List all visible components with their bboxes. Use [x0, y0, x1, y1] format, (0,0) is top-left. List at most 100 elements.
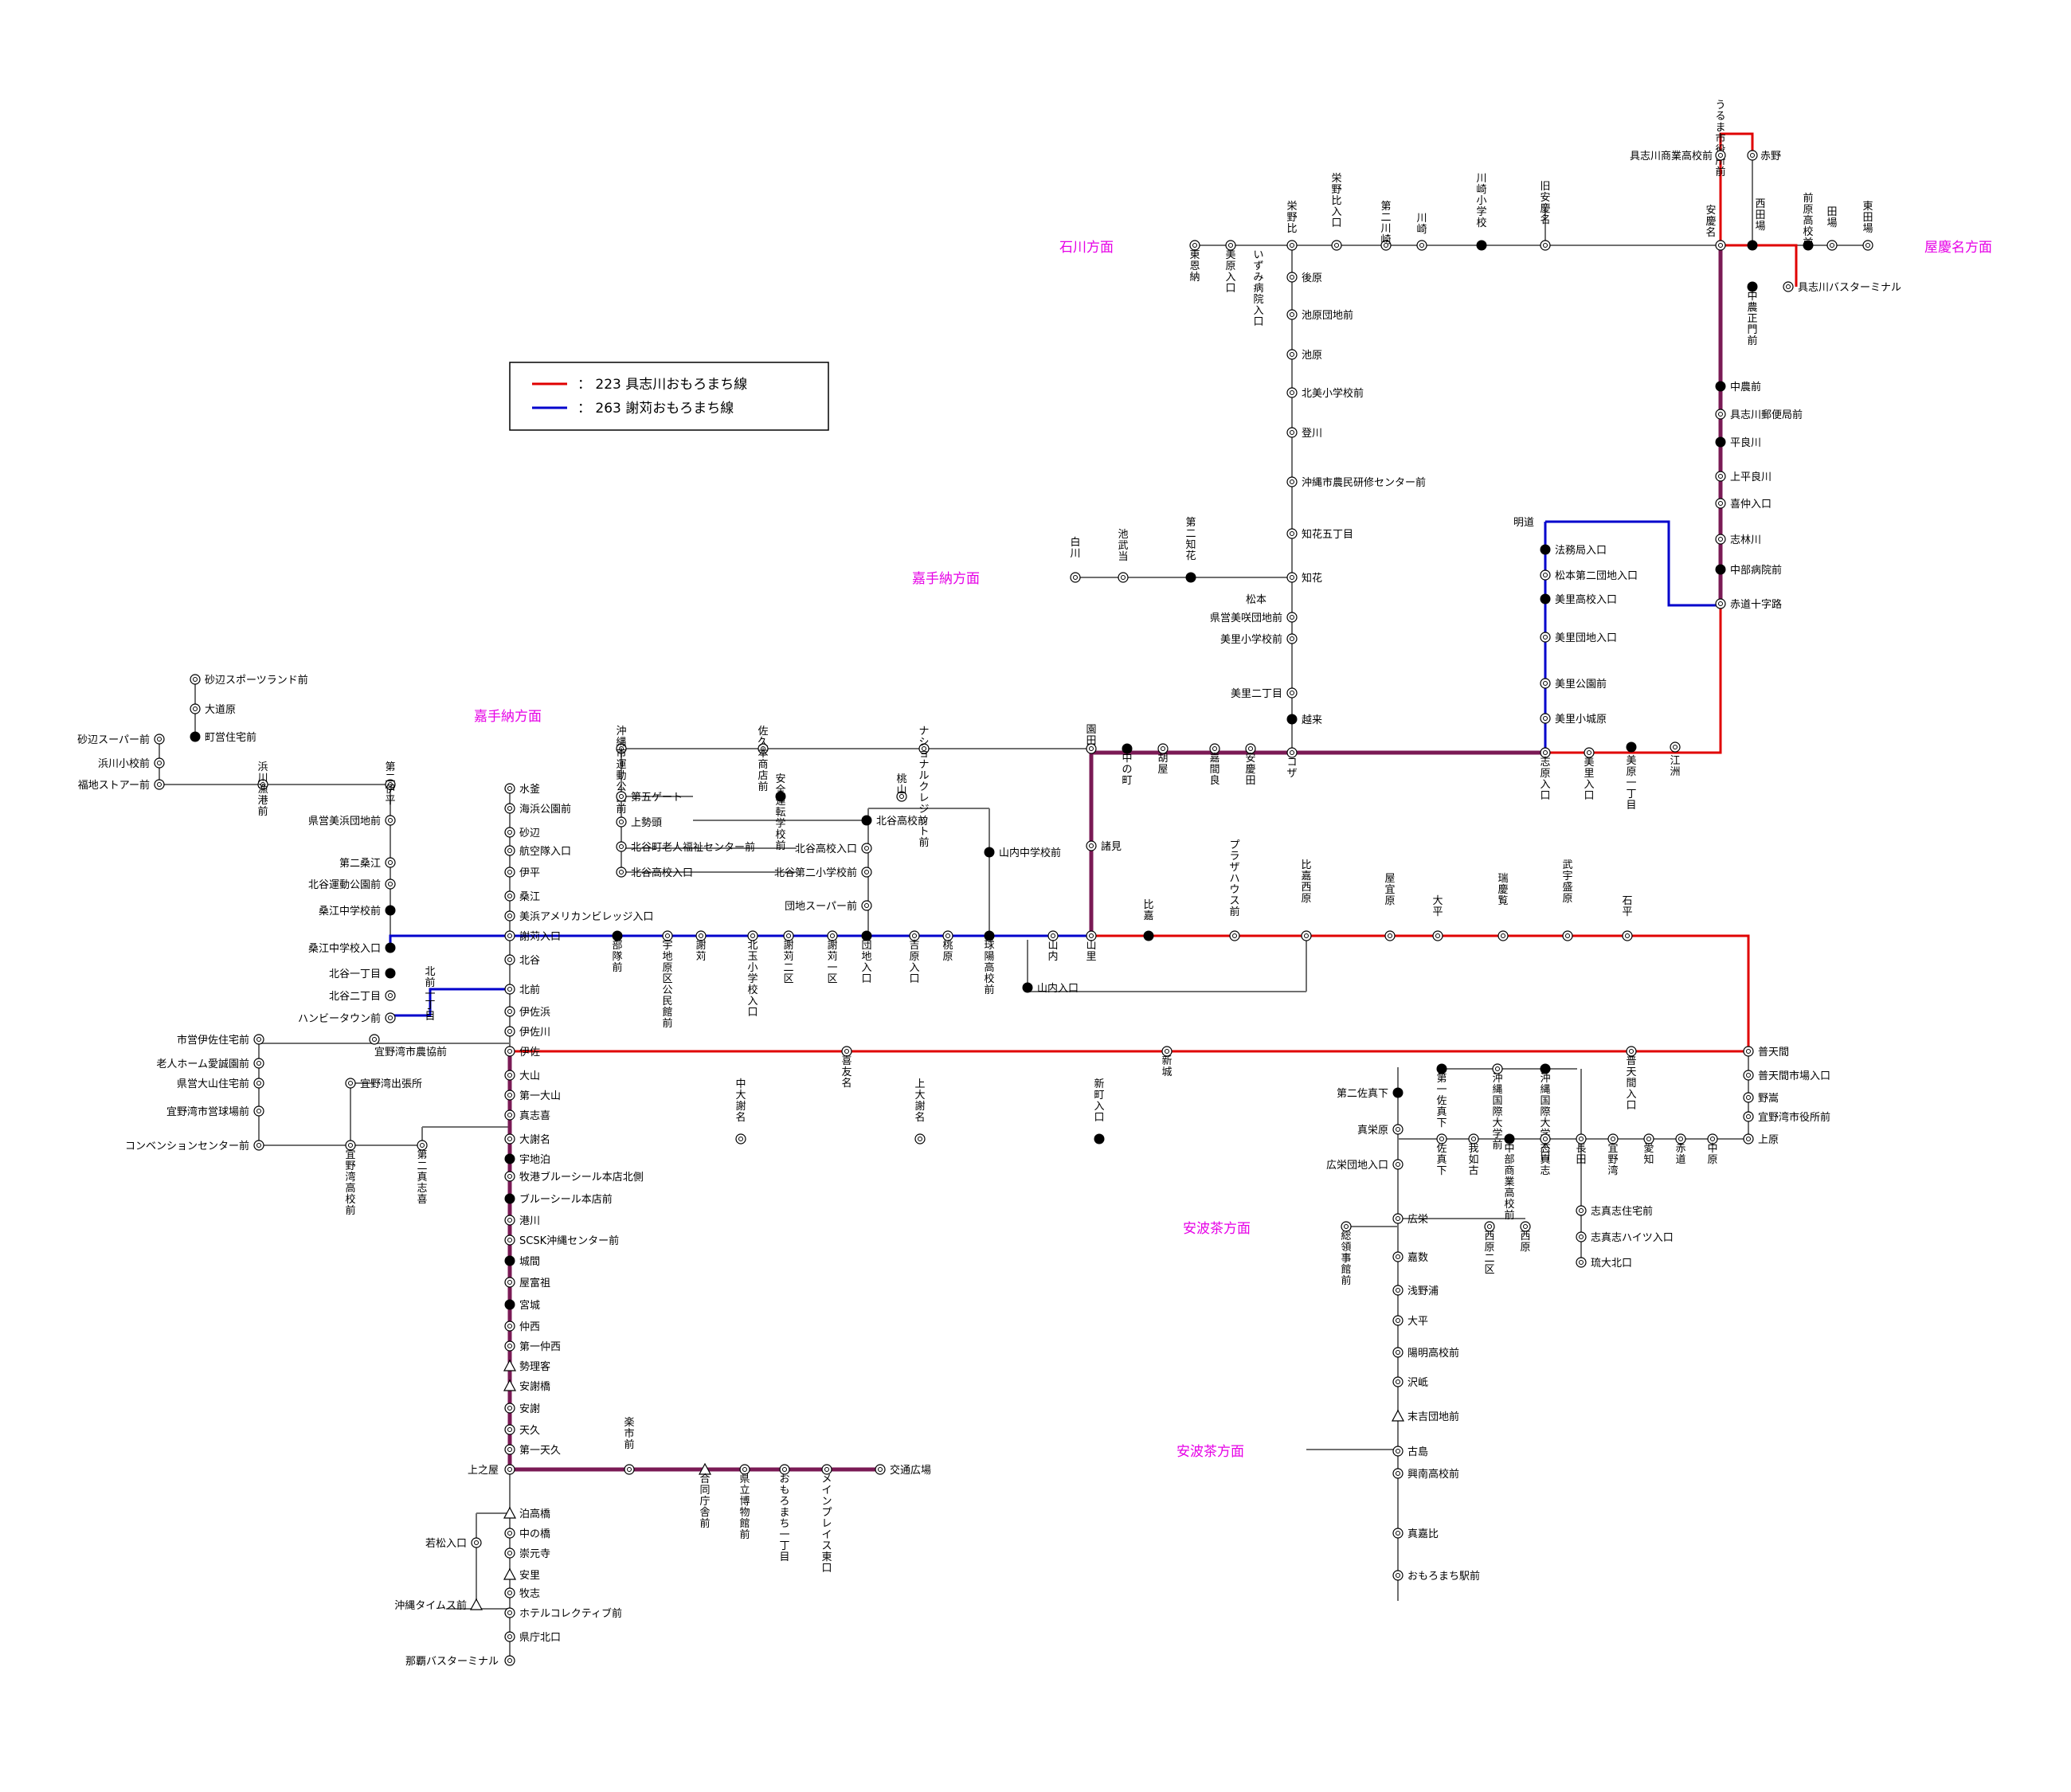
stop-sawaji: 沢岻 — [1392, 1376, 1428, 1389]
stop-label-char: 道 — [1675, 1154, 1685, 1166]
stop-kadena: 嘉間良 — [1209, 743, 1220, 787]
stop-label-char: 二 — [783, 962, 793, 974]
stop-makishi: 牧志 — [504, 1587, 540, 1600]
stop-label-char: 嘉 — [1301, 871, 1311, 882]
stop-yasuyoshi: 安慶田 — [1245, 743, 1256, 787]
stop-label: 沢岻 — [1407, 1377, 1428, 1389]
stop-label-char: 比 — [1301, 859, 1311, 871]
stop-label: 町営住宅前 — [205, 731, 256, 744]
stop-label: 仲西 — [519, 1321, 540, 1333]
stop-label-char: ョ — [918, 748, 929, 760]
stop-label-char: 崎 — [1380, 234, 1391, 246]
legend-label-263: ： 263 謝苅おもろまち線 — [577, 401, 734, 417]
stop-akamichi2: 赤道 — [1675, 1133, 1686, 1166]
stop-okinawa-park: 沖縄市運動公園前 — [616, 726, 627, 816]
stop-kitatani-park: 北谷運動公園前 — [308, 878, 396, 891]
stop-label-char: 口 — [821, 1563, 832, 1575]
stop-label: 喜仲入口 — [1730, 499, 1772, 511]
stop-label-char: 学 — [747, 972, 758, 985]
stop-label: 伊佐浜 — [519, 1007, 550, 1019]
stop-nodake: 野嵩 — [1743, 1092, 1779, 1105]
stop-label: 沖縄市農民研修センター前 — [1302, 476, 1426, 489]
stop-hokubi-es: 北美小学校前 — [1286, 387, 1364, 400]
stop-label-char: 国 — [1492, 1095, 1502, 1107]
stop-label-char: 川 — [1380, 223, 1391, 235]
stop-label-char: 入 — [1331, 206, 1341, 218]
stop-label-char: 中 — [1504, 1143, 1514, 1155]
stop-hiroe: 広栄 — [1392, 1213, 1428, 1226]
stop-okitimes: 沖縄タイムス前 — [394, 1598, 483, 1612]
stop-label-char: 新 — [1094, 1078, 1104, 1090]
stop-label-char: 謝 — [827, 940, 837, 952]
stop-bisaki: 県営美咲団地前 — [1210, 612, 1298, 624]
stop-label-char: 区 — [827, 973, 837, 985]
stop-label-char: 原 — [1225, 260, 1235, 272]
stop-label: 桑江 — [519, 891, 540, 903]
stop-label-char: 学 — [1476, 205, 1486, 218]
stop-label: 浅野浦 — [1407, 1285, 1439, 1297]
stop-omoromachi-st: おもろまち駅前 — [1392, 1570, 1480, 1583]
stop-ishihira: 石平 — [1622, 895, 1633, 941]
stop-label-char: 運 — [775, 796, 785, 808]
stop-label-char: 口 — [1584, 790, 1594, 802]
stop-agena: 安慶名 — [1705, 205, 1726, 251]
stop-label-char: 事 — [1341, 1253, 1351, 1265]
stop-label-char: ト — [918, 826, 929, 838]
stop-wakamatsu: 若松入口 — [425, 1537, 482, 1550]
stop-label-char: 総 — [1341, 1231, 1351, 1242]
stops: うるま市役所前具志川商業高校前赤野安慶名西田場前原高校前田場東田場具志川バスター… — [77, 100, 1901, 1668]
stop-label-char: 佐 — [1436, 1143, 1447, 1155]
stop-label-char: 丁 — [779, 1540, 789, 1552]
stop-label-char: 下 — [1436, 1117, 1447, 1129]
stop-label-char: 比 — [1286, 223, 1297, 235]
stop-taba: 田場 — [1826, 206, 1838, 251]
stop-makiminato-n: 牧港ブルーシール本店北側 — [504, 1171, 644, 1184]
stop-bunei: 部隊前 — [612, 930, 623, 974]
stop-label-char: 上 — [914, 1078, 925, 1090]
stop-label-char: 町 — [1122, 775, 1132, 787]
stop-label-char: 前 — [425, 976, 435, 989]
stop-label-char: 北 — [747, 940, 758, 952]
stop-misato-small: 美里小城原 — [1540, 713, 1607, 726]
stop-label-char: 校 — [747, 984, 758, 996]
stop-kitatani-hs-iri2: 北谷高校入口 — [795, 843, 872, 855]
stop-label: 真志喜 — [519, 1110, 550, 1122]
stop-label: 北美小学校前 — [1302, 387, 1364, 400]
stop-label: 北谷運動公園前 — [308, 878, 381, 891]
stop-kenei-ooyama: 県営大山住宅前 — [177, 1078, 264, 1090]
stop-label-char: ザ — [1286, 768, 1297, 780]
stop-sonoda: 園田 — [1086, 724, 1097, 754]
direction-kadena-2: 嘉手納方面 — [474, 709, 542, 725]
stop-yafuso: 屋富祖 — [504, 1277, 550, 1289]
stop-label-char: 一 — [425, 988, 435, 1000]
stop-label-char: 間 — [1626, 1078, 1636, 1090]
stop-label-char: 校 — [984, 972, 994, 985]
stop-label-char: 小 — [747, 962, 758, 974]
stop-hija: 比嘉 — [1143, 899, 1154, 941]
stop-matsumoto2: 松本第二団地入口 — [1540, 569, 1638, 582]
stop-label: 那覇バスターミナル — [405, 1656, 499, 1668]
stop-label-char: 平 — [1432, 906, 1443, 918]
stop-label-char: 領 — [1341, 1241, 1351, 1254]
stop-label: 平良川 — [1730, 436, 1761, 449]
stop-label-char: 館 — [1341, 1264, 1351, 1276]
stop-label: 沖縄タイムス前 — [394, 1599, 467, 1612]
stop-label-char: 桃 — [942, 940, 953, 952]
stop-mihama: 美浜アメリカンビレッジ入口 — [504, 910, 653, 923]
stop-label-char: 前 — [1229, 906, 1239, 918]
direction-awase-2: 安波茶方面 — [1176, 1444, 1244, 1460]
stop-label-char: ナ — [918, 726, 929, 738]
stop-uchidomari: 宇地泊 — [504, 1153, 550, 1166]
stop-label-char: 旧 — [1540, 181, 1550, 193]
stop-label-char: 前 — [775, 839, 785, 852]
stop-sashi: 佐真下 — [1436, 1133, 1447, 1177]
stop-label-char: 前 — [257, 805, 268, 818]
stop-label: 宮城 — [519, 1299, 540, 1312]
stop-label-char: 西 — [1301, 882, 1311, 894]
stop-label-char: 入 — [1094, 1101, 1104, 1113]
stop-label: 知花五丁目 — [1302, 528, 1353, 541]
